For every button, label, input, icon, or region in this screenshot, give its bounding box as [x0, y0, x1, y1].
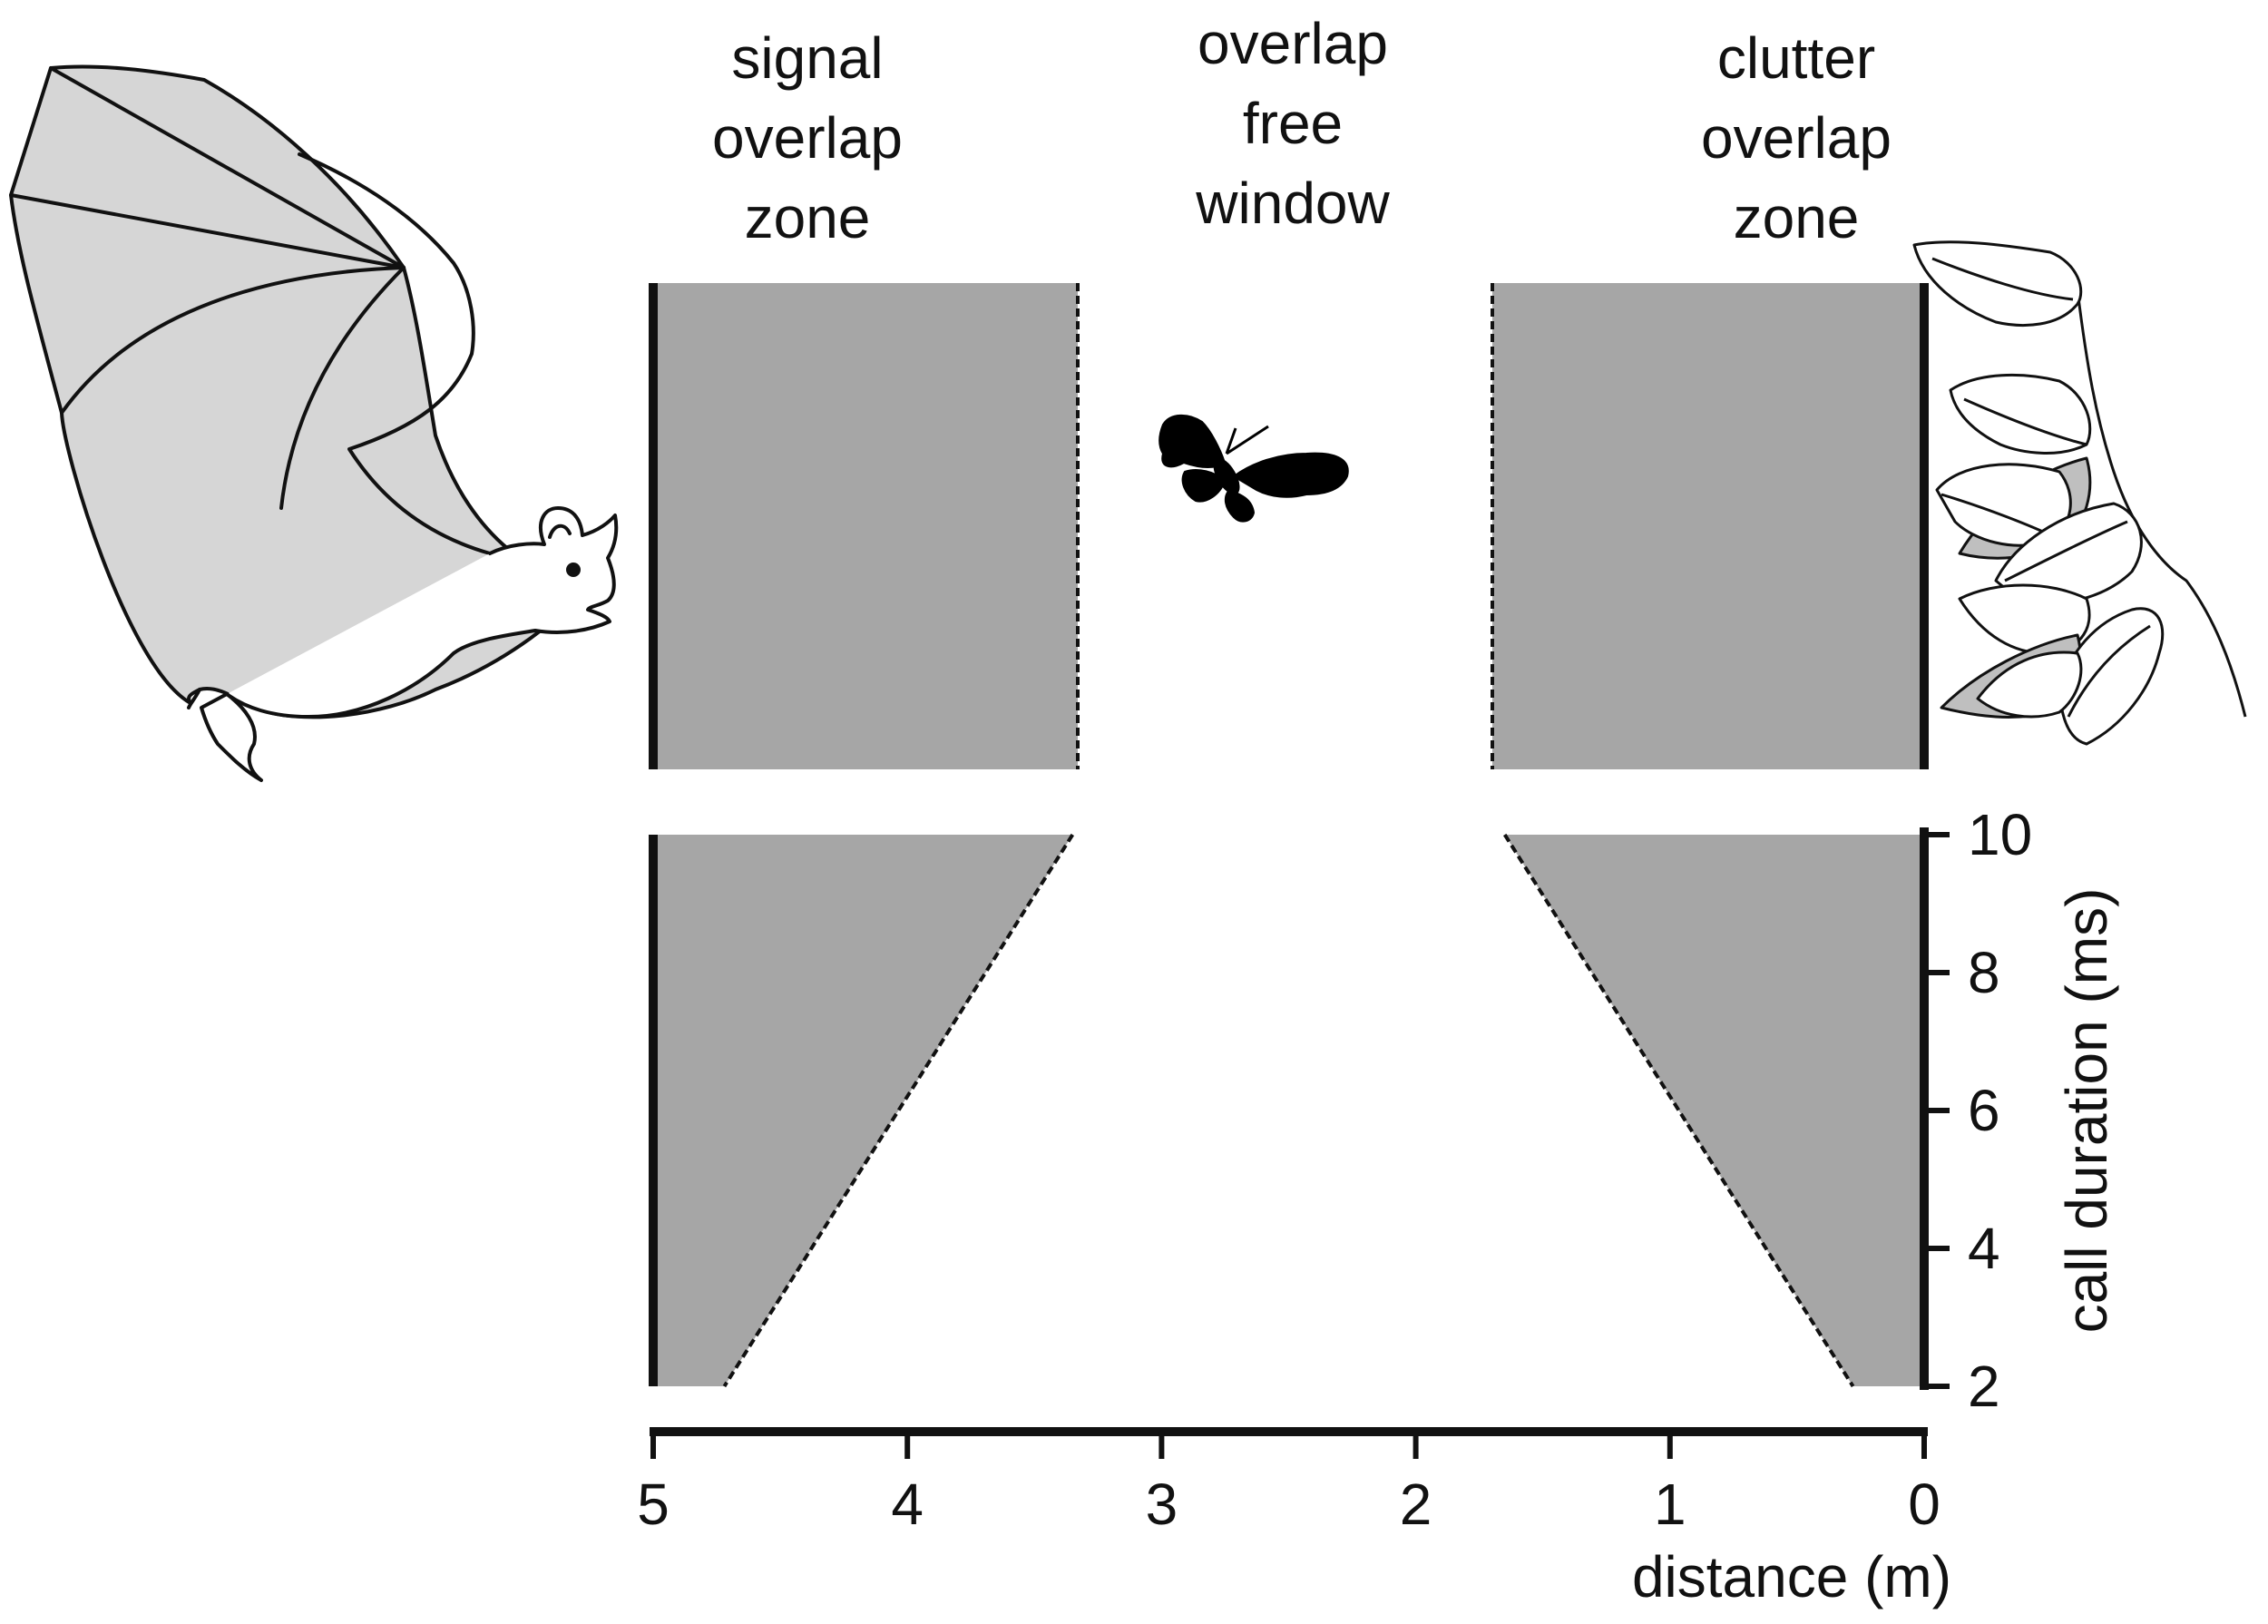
y-tick-label: 2 — [1968, 1354, 2000, 1419]
x-tick-label: 3 — [1146, 1472, 1178, 1537]
x-tick-label: 2 — [1400, 1472, 1432, 1537]
clutter-boundary-line — [1502, 833, 1855, 1388]
overlap-free-window-label: overlap free window — [1196, 11, 1390, 236]
x-tick-label: 4 — [891, 1472, 924, 1537]
y-axis-label: call duration (ms) — [2054, 888, 2119, 1334]
moth-icon — [1158, 414, 1349, 523]
y-tick-label: 10 — [1968, 802, 2032, 867]
y-tick-label: 8 — [1968, 940, 2000, 1005]
x-tick-label: 5 — [637, 1472, 670, 1537]
y-tick-label: 6 — [1968, 1078, 2000, 1143]
signal-boundary-line — [722, 833, 1075, 1388]
foliage-illustration — [1912, 240, 2247, 746]
clutter-overlap-zone-label: clutter overlap zone — [1701, 25, 1892, 250]
bottom-panel — [649, 833, 1924, 1388]
x-tick-label: 1 — [1654, 1472, 1686, 1537]
top-panel — [649, 283, 1929, 769]
signal-wedge-fill — [653, 835, 1073, 1386]
clutter-zone-fill — [1492, 283, 1923, 769]
x-tick-label: 0 — [1908, 1472, 1941, 1537]
signal-overlap-zone-label: signal overlap zone — [712, 25, 903, 250]
bat-illustration — [9, 64, 619, 782]
clutter-wedge-fill — [1504, 835, 1924, 1386]
x-axis-label: distance (m) — [1632, 1544, 1951, 1609]
y-tick-label: 4 — [1968, 1216, 2000, 1281]
signal-zone-fill — [651, 283, 1078, 769]
